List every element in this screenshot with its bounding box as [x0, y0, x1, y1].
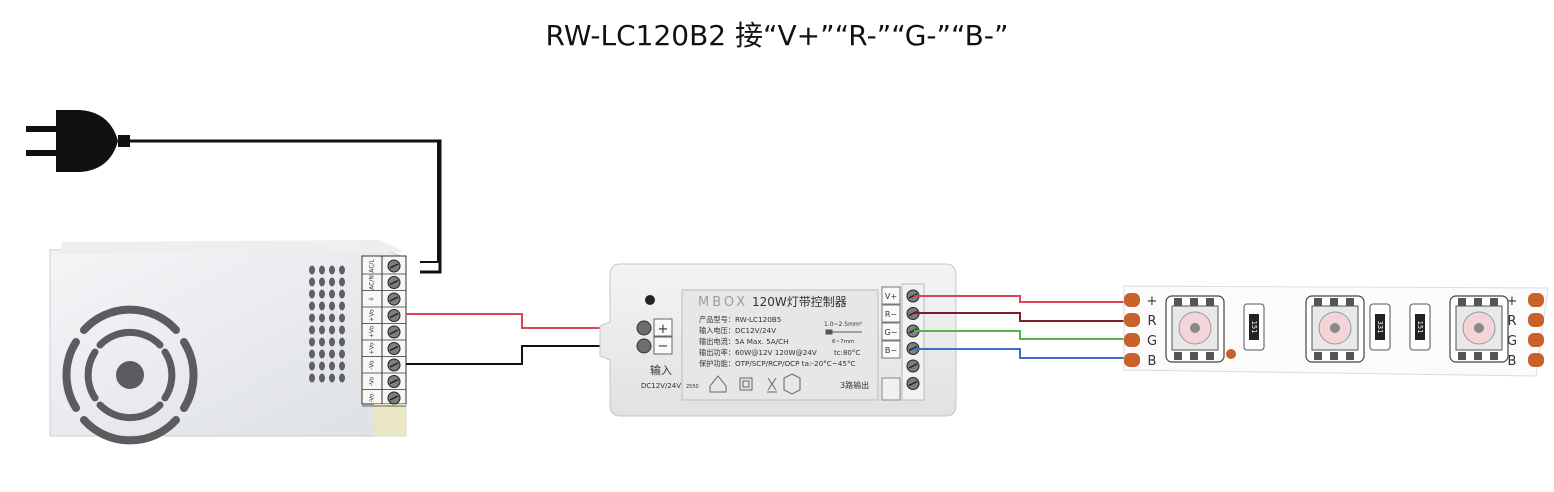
- psu-terminal-screw: [387, 309, 401, 322]
- wire-gauge-icon: [825, 329, 862, 335]
- indoor-use-icon: [709, 375, 727, 393]
- vent-holes: [309, 265, 345, 383]
- spec-lines: 产品型号：RW-LC120B5 输入电压：DC12V/24V 输出电流：5A Max…: [699, 315, 856, 368]
- psu-terminal-label: ⏚: [369, 296, 376, 302]
- psu-terminal-screw: [387, 358, 401, 372]
- strip-left-label: G: [1147, 334, 1157, 349]
- psu-terminal-screw: [387, 391, 401, 405]
- r-minus-wire: [914, 312, 1128, 322]
- smd-resistor: 151: [1409, 303, 1431, 351]
- psu-terminal-label: +Vo: [369, 342, 376, 355]
- psu-terminal-screw: [387, 375, 401, 388]
- output-terminal-screw: [906, 359, 920, 373]
- power-plug-icon: [26, 110, 130, 172]
- smd-resistor: 331: [1369, 303, 1391, 351]
- output-terminal-label: R−: [885, 310, 897, 319]
- psu-terminal-label: +Vo: [369, 309, 376, 322]
- output-terminal-screw: [906, 342, 920, 355]
- output-terminal-screw: [906, 377, 920, 390]
- f-mark-icon: [783, 373, 801, 395]
- output-terminal-label: B−: [885, 346, 897, 355]
- psu-terminal-label: -Vo: [369, 360, 376, 369]
- class-ii-icon: [739, 377, 753, 391]
- wire-size-label: 1.0~2.5mm²: [824, 321, 863, 328]
- g-minus-wire: [914, 330, 1128, 340]
- rgb-led-chip: [1449, 295, 1509, 363]
- input-label: 输入: [650, 363, 672, 377]
- b-minus-wire: [914, 348, 1128, 359]
- strip-left-label: +: [1147, 294, 1158, 309]
- rgb-led-chip: [1165, 295, 1225, 363]
- strip-right-label: R: [1507, 314, 1516, 329]
- output-terminal-label: V+: [885, 292, 897, 301]
- temperature-label: tc:80°C: [834, 349, 860, 357]
- v-plus-wire: [914, 295, 1128, 303]
- psu-terminal-label: AC/L: [369, 259, 376, 273]
- led-controller: + − 输入 DC12V/24V MBOX 120W灯带控制器 产品型号：RW-…: [599, 263, 957, 417]
- spec-line: 输出功率：60W@12V 120W@24V: [699, 348, 817, 357]
- spec-line: 输出电流：5A Max. 5A/CH: [699, 337, 788, 346]
- strip-right-label: +: [1507, 294, 1518, 309]
- psu-terminal-screw: [387, 276, 401, 289]
- output-terminal-label: G−: [885, 328, 898, 337]
- controller-title: 120W灯带控制器: [752, 295, 847, 309]
- input-screw-positive: [636, 320, 652, 336]
- psu-terminal-label: -Vo: [369, 377, 376, 386]
- resistor-code: 151: [1250, 321, 1258, 334]
- spec-line: 输入电压：DC12V/24V: [699, 326, 776, 335]
- certification-icons: [709, 373, 801, 395]
- strip-left-label: R: [1147, 314, 1156, 329]
- input-voltage-label: DC12V/24V: [641, 382, 681, 390]
- fan-grill-icon: [62, 305, 198, 445]
- resistor-code: 331: [1376, 321, 1384, 334]
- brand-logo: MBOX: [698, 295, 748, 310]
- psu-terminal-screw: [387, 259, 401, 273]
- dc-negative-wire: [406, 345, 640, 365]
- input-plus-label: +: [658, 322, 669, 337]
- weee-bin-icon: [767, 377, 777, 393]
- psu-terminal-screws: [362, 259, 406, 407]
- strip-resistors: 151 331 151: [1243, 303, 1431, 351]
- strip-left-pads: + RGB: [1124, 293, 1157, 369]
- spec-line: 保护功能：OTP/SCP/RCP/OCP ta:-20°C~45°C: [699, 359, 856, 368]
- strip-length-label: 6~7mm: [832, 339, 854, 345]
- output-label: 3路输出: [840, 380, 869, 390]
- rgb-led-chip: [1305, 295, 1365, 363]
- strip-right-label: G: [1507, 334, 1517, 349]
- strip-right-label: B: [1508, 354, 1517, 369]
- psu-terminal-label: -Vo: [369, 393, 376, 402]
- strip-copper-dot: [1226, 349, 1236, 359]
- dc-positive-wire: [406, 313, 640, 329]
- psu-terminal-label: AC/N: [369, 275, 376, 290]
- strip-leds: [1165, 295, 1509, 363]
- psu-terminal-label: +Vo: [369, 326, 376, 339]
- psu-terminal-labels: AC/L AC/N ⏚ +Vo +Vo +Vo -Vo -Vo -Vo: [369, 259, 376, 403]
- psu-terminal-screw: [387, 325, 401, 339]
- strip-left-label: B: [1148, 354, 1157, 369]
- resistor-code: 151: [1416, 321, 1424, 334]
- code-label: 2550: [686, 384, 699, 390]
- diagram-title: RW-LC120B2 接“V+”“R-”“G-”“B-”: [545, 19, 1009, 52]
- output-terminal-labels: V+ R− G− B−: [881, 286, 901, 359]
- input-minus-label: −: [658, 339, 669, 354]
- power-supply-unit: AC/L AC/N ⏚ +Vo +Vo +Vo -Vo -Vo -Vo: [49, 240, 407, 445]
- psu-terminal-screw: [387, 292, 401, 306]
- psu-terminal-screw: [387, 342, 401, 355]
- spec-line: 产品型号：RW-LC120B5: [699, 315, 781, 324]
- smd-resistor: 151: [1243, 303, 1265, 351]
- strip-right-pads: + RGB: [1507, 293, 1544, 369]
- input-screw-negative: [636, 338, 652, 354]
